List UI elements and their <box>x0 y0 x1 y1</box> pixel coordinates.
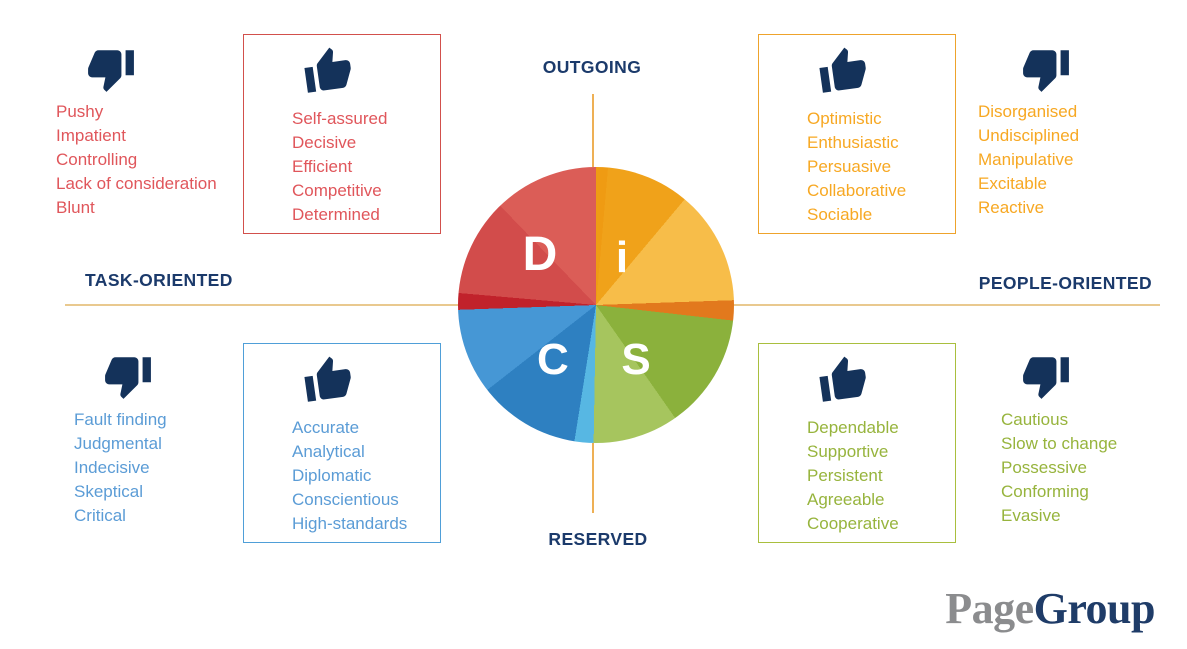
i-positive-traits-box: Optimistic Enthusiastic Persuasive Colla… <box>758 34 956 234</box>
axis-label-task-oriented: TASK-ORIENTED <box>85 270 233 290</box>
trait-item: Critical <box>74 506 126 525</box>
s-negative-traits-list: Cautious Slow to change Possessive Confo… <box>1001 408 1117 528</box>
trait-item: Controlling <box>56 150 138 169</box>
trait-item: Persuasive <box>807 157 892 176</box>
vertical-axis-line-bottom <box>592 443 594 513</box>
trait-item: Optimistic <box>807 109 882 128</box>
trait-item: High-standards <box>292 514 408 533</box>
trait-item: Supportive <box>807 442 889 461</box>
d-positive-traits-box: Self-assured Decisive Efficient Competit… <box>243 34 441 234</box>
trait-item: Determined <box>292 205 380 224</box>
thumbs-down-icon <box>84 44 138 94</box>
trait-item: Sociable <box>807 205 873 224</box>
trait-item: Enthusiastic <box>807 133 899 152</box>
d-positive-traits-list: Self-assured Decisive Efficient Competit… <box>292 107 387 227</box>
trait-item: Indecisive <box>74 458 150 477</box>
trait-item: Reactive <box>978 198 1045 217</box>
s-positive-traits-box: Dependable Supportive Persistent Agreeab… <box>758 343 956 543</box>
vertical-axis-line-top <box>592 94 594 167</box>
trait-item: Conscientious <box>292 490 399 509</box>
trait-item: Undisciplined <box>978 126 1080 145</box>
axis-label-outgoing: OUTGOING <box>542 57 642 77</box>
trait-item: Possessive <box>1001 458 1087 477</box>
c-negative-traits-list: Fault finding Judgmental Indecisive Skep… <box>74 408 167 528</box>
trait-item: Pushy <box>56 102 104 121</box>
trait-item: Conforming <box>1001 482 1089 501</box>
trait-item: Cooperative <box>807 514 899 533</box>
wheel-letter-s: S <box>621 335 651 385</box>
trait-item: Disorganised <box>978 102 1078 121</box>
wheel-letter-c: C <box>537 335 569 385</box>
axis-label-people-oriented: PEOPLE-ORIENTED <box>978 273 1152 293</box>
trait-item: Accurate <box>292 418 360 437</box>
trait-item: Excitable <box>978 174 1047 193</box>
trait-item: Manipulative <box>978 150 1074 169</box>
wheel-letter-i: i <box>615 233 629 283</box>
thumbs-down-icon <box>1019 44 1073 94</box>
axis-label-reserved: RESERVED <box>548 529 648 549</box>
disc-wheel: D i C S <box>458 167 734 443</box>
d-negative-traits-list: Pushy Impatient Controlling Lack of cons… <box>56 100 217 220</box>
i-negative-traits-list: Disorganised Undisciplined Manipulative … <box>978 100 1079 220</box>
logo-text-group: Group <box>1033 584 1156 633</box>
trait-item: Efficient <box>292 157 353 176</box>
pagegroup-logo: PageGroup <box>945 583 1155 634</box>
thumbs-up-icon <box>301 355 355 405</box>
trait-item: Agreeable <box>807 490 885 509</box>
thumbs-down-icon <box>101 351 155 401</box>
trait-item: Diplomatic <box>292 466 372 485</box>
c-positive-traits-list: Accurate Analytical Diplomatic Conscient… <box>292 416 407 536</box>
thumbs-up-icon <box>816 46 870 96</box>
trait-item: Persistent <box>807 466 883 485</box>
trait-item: Self-assured <box>292 109 388 128</box>
trait-item: Decisive <box>292 133 357 152</box>
trait-item: Competitive <box>292 181 382 200</box>
trait-item: Slow to change <box>1001 434 1118 453</box>
trait-item: Analytical <box>292 442 365 461</box>
trait-item: Judgmental <box>74 434 162 453</box>
trait-item: Evasive <box>1001 506 1061 525</box>
wheel-letter-d: D <box>522 228 558 282</box>
logo-text-page: Page <box>945 584 1034 633</box>
trait-item: Dependable <box>807 418 899 437</box>
trait-item: Cautious <box>1001 410 1069 429</box>
thumbs-up-icon <box>301 46 355 96</box>
i-positive-traits-list: Optimistic Enthusiastic Persuasive Colla… <box>807 107 906 227</box>
thumbs-down-icon <box>1019 351 1073 401</box>
trait-item: Fault finding <box>74 410 167 429</box>
trait-item: Impatient <box>56 126 126 145</box>
trait-item: Skeptical <box>74 482 143 501</box>
trait-item: Lack of consideration <box>56 174 217 193</box>
s-positive-traits-list: Dependable Supportive Persistent Agreeab… <box>807 416 899 536</box>
c-positive-traits-box: Accurate Analytical Diplomatic Conscient… <box>243 343 441 543</box>
trait-item: Collaborative <box>807 181 907 200</box>
trait-item: Blunt <box>56 198 95 217</box>
thumbs-up-icon <box>816 355 870 405</box>
